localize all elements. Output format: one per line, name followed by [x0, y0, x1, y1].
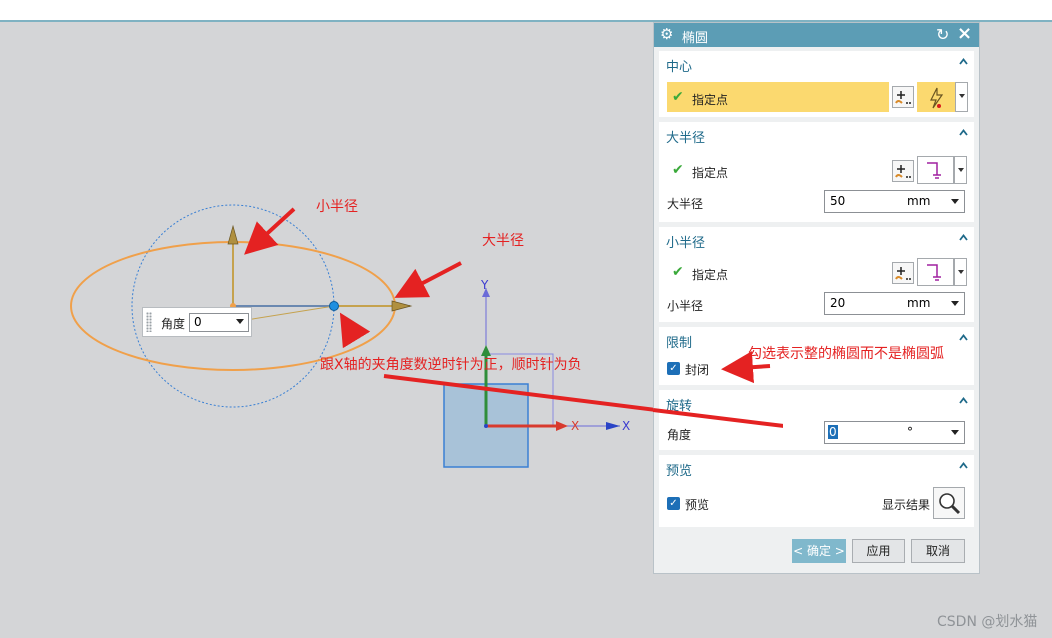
angle-input-widget: 角度 0 [142, 307, 252, 337]
arrow-closed [721, 351, 771, 384]
dialog-title-bar: ⚙ 椭圆 ↻ × [654, 23, 979, 47]
arrow-link-end [653, 408, 783, 428]
show-result-label: 显示结果 [882, 498, 931, 512]
section-center: 中心 ✔ 指定点 [659, 51, 974, 117]
axis-x-label-2: X [622, 419, 630, 433]
chevron-down-icon [951, 199, 959, 204]
closed-label: 封闭 [685, 363, 710, 377]
point-type-dropdown[interactable] [955, 82, 968, 112]
chevron-up-icon[interactable] [959, 461, 968, 470]
chevron-up-icon[interactable] [959, 57, 968, 66]
closed-checkbox[interactable]: ✓ [667, 362, 680, 375]
section-limit: 限制 ✓ 封闭 [659, 327, 974, 385]
annotation-minor-radius: 小半径 [316, 199, 358, 215]
chevron-down-icon [951, 301, 959, 306]
center-point-row[interactable] [667, 82, 889, 112]
section-preview: 预览 ✓ 预览 显示结果 [659, 455, 974, 527]
preview-checkbox[interactable]: ✓ [667, 497, 680, 510]
center-point-label: 指定点 [692, 93, 729, 107]
point-type-dropdown[interactable] [954, 258, 967, 286]
arrow-minor [244, 207, 296, 255]
annotation-major-radius: 大半径 [482, 233, 524, 249]
section-minor-title[interactable]: 小半径 [666, 236, 706, 251]
section-preview-title[interactable]: 预览 [666, 464, 693, 479]
section-minor-radius: 小半径 ✔ 指定点 小半径 20 mm [659, 227, 974, 322]
axis-y-label: Y [480, 278, 489, 292]
major-radius-field[interactable]: 50 mm [824, 190, 965, 213]
drag-handle[interactable] [146, 312, 152, 332]
angle-select[interactable]: 0 [189, 313, 249, 332]
major-radius-unit: mm [907, 194, 931, 208]
cancel-button[interactable]: 取消 [911, 539, 965, 563]
ellipse-dialog: ⚙ 椭圆 ↻ × 中心 ✔ 指定点 大半径 ✔ 指定点 大半径 50 [653, 22, 980, 574]
arrow-link [383, 374, 653, 412]
check-icon: ✔ [672, 264, 684, 280]
dialog-title: 椭圆 [682, 31, 709, 46]
rotation-angle-label: 角度 [667, 428, 692, 442]
minor-radius-label: 小半径 [667, 299, 704, 313]
chevron-up-icon[interactable] [959, 396, 968, 405]
section-center-title[interactable]: 中心 [666, 60, 693, 75]
minor-radius-unit: mm [907, 296, 931, 310]
rotation-angle-field[interactable]: 0 ° [824, 421, 965, 444]
magnifier-icon [939, 493, 961, 515]
annotation-closed-note: 勾选表示整的椭圆而不是椭圆弧 [748, 346, 944, 362]
point-dialog-button[interactable] [892, 86, 914, 108]
minor-radius-field[interactable]: 20 mm [824, 292, 965, 315]
angle-value: 0 [194, 315, 202, 329]
top-bar [0, 0, 1052, 22]
apply-button[interactable]: 应用 [852, 539, 905, 563]
reset-icon[interactable]: ↻ [936, 25, 950, 44]
major-radius-label: 大半径 [667, 197, 704, 211]
close-icon[interactable]: × [957, 23, 973, 44]
section-limit-title[interactable]: 限制 [666, 336, 693, 351]
rotation-angle-unit: ° [907, 425, 913, 439]
point-type-icon[interactable] [917, 156, 954, 184]
minor-radius-value: 20 [830, 296, 846, 310]
check-icon: ✔ [672, 162, 684, 178]
point-type-icon[interactable] [917, 258, 954, 286]
arrow-major [394, 261, 462, 298]
ok-button[interactable]: < 确定 > [792, 539, 846, 563]
chevron-down-icon [236, 319, 244, 324]
chevron-up-icon[interactable] [959, 128, 968, 137]
major-radius-handle[interactable] [391, 300, 413, 312]
chevron-up-icon[interactable] [959, 233, 968, 242]
chevron-up-icon[interactable] [959, 333, 968, 342]
watermark: CSDN @划水猫 [937, 614, 1038, 630]
rotation-angle-value: 0 [828, 425, 838, 439]
check-icon: ✔ [672, 89, 684, 105]
point-dialog-button[interactable] [892, 160, 914, 182]
section-rotation: 旋转 角度 0 ° [659, 390, 974, 450]
rotation-handle[interactable] [329, 301, 339, 311]
section-major-radius: 大半径 ✔ 指定点 大半径 50 mm [659, 122, 974, 222]
annotation-overlay [653, 351, 783, 428]
preview-label: 预览 [685, 498, 710, 512]
graphics-viewport[interactable]: Y X X [0, 22, 653, 638]
major-radius-value: 50 [830, 194, 846, 208]
minor-point-label: 指定点 [692, 268, 729, 282]
gear-icon: ⚙ [660, 25, 674, 43]
annotation-angle-note: 跟X轴的夹角度数逆时针为正，顺时针为负 [320, 357, 582, 373]
inferred-point-icon[interactable] [917, 82, 957, 112]
axis-x-label: X [571, 419, 579, 433]
section-major-title[interactable]: 大半径 [666, 131, 706, 146]
show-result-button[interactable] [933, 487, 965, 519]
angle-label: 角度 [161, 317, 186, 331]
section-rotation-title[interactable]: 旋转 [666, 399, 693, 414]
point-dialog-button[interactable] [892, 262, 914, 284]
arrow-angle [339, 312, 371, 349]
major-point-label: 指定点 [692, 166, 729, 180]
minor-radius-handle[interactable] [227, 224, 239, 245]
point-type-dropdown[interactable] [954, 156, 967, 184]
chevron-down-icon [951, 430, 959, 435]
